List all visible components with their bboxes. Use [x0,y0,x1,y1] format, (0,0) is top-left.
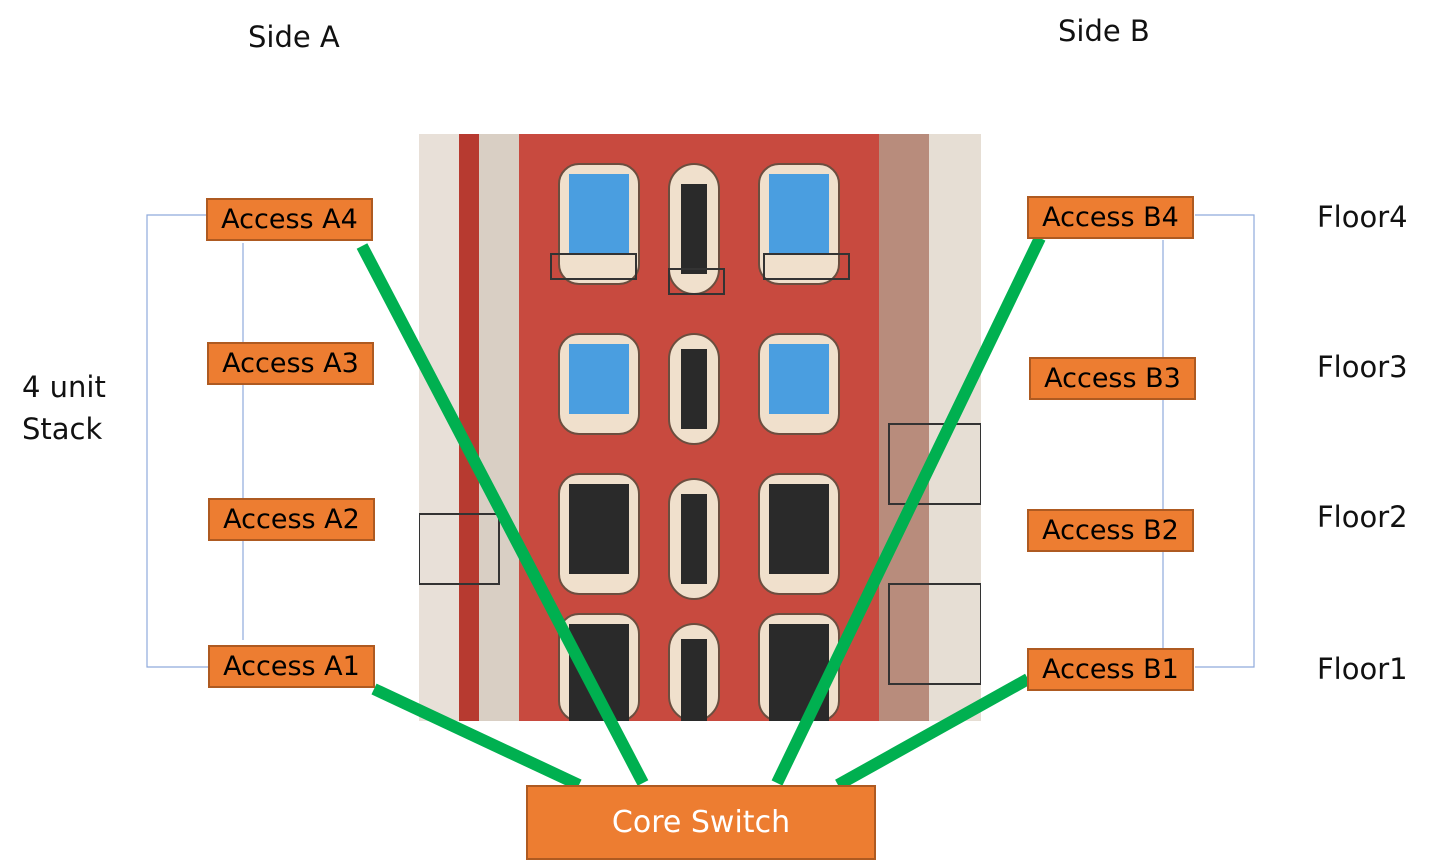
floor-label-1: Floor1 [1317,652,1408,686]
access-switch-b2[interactable]: Access B2 [1027,509,1194,552]
access-switch-a1[interactable]: Access A1 [208,645,375,688]
access-switch-a4[interactable]: Access A4 [206,198,373,241]
stack-label-line2: Stack [22,412,103,446]
floor-label-2: Floor2 [1317,500,1408,534]
link-b4-core [771,235,1046,786]
stack-label-line1: 4 unit [22,370,106,404]
access-switch-b4[interactable]: Access B4 [1027,196,1194,239]
floor-label-3: Floor3 [1317,350,1408,384]
access-switch-b1[interactable]: Access B1 [1027,648,1194,691]
link-a4-core [356,243,649,786]
link-a1-core [371,683,582,791]
core-switch[interactable]: Core Switch [526,785,876,860]
access-switch-a2[interactable]: Access A2 [208,498,375,541]
access-switch-b3[interactable]: Access B3 [1029,357,1196,400]
access-switch-a3[interactable]: Access A3 [207,342,374,385]
side-a-header: Side A [248,20,340,54]
link-b1-core [835,673,1031,791]
building-image [419,134,981,721]
floor-label-4: Floor4 [1317,200,1408,234]
side-b-header: Side B [1058,14,1150,48]
